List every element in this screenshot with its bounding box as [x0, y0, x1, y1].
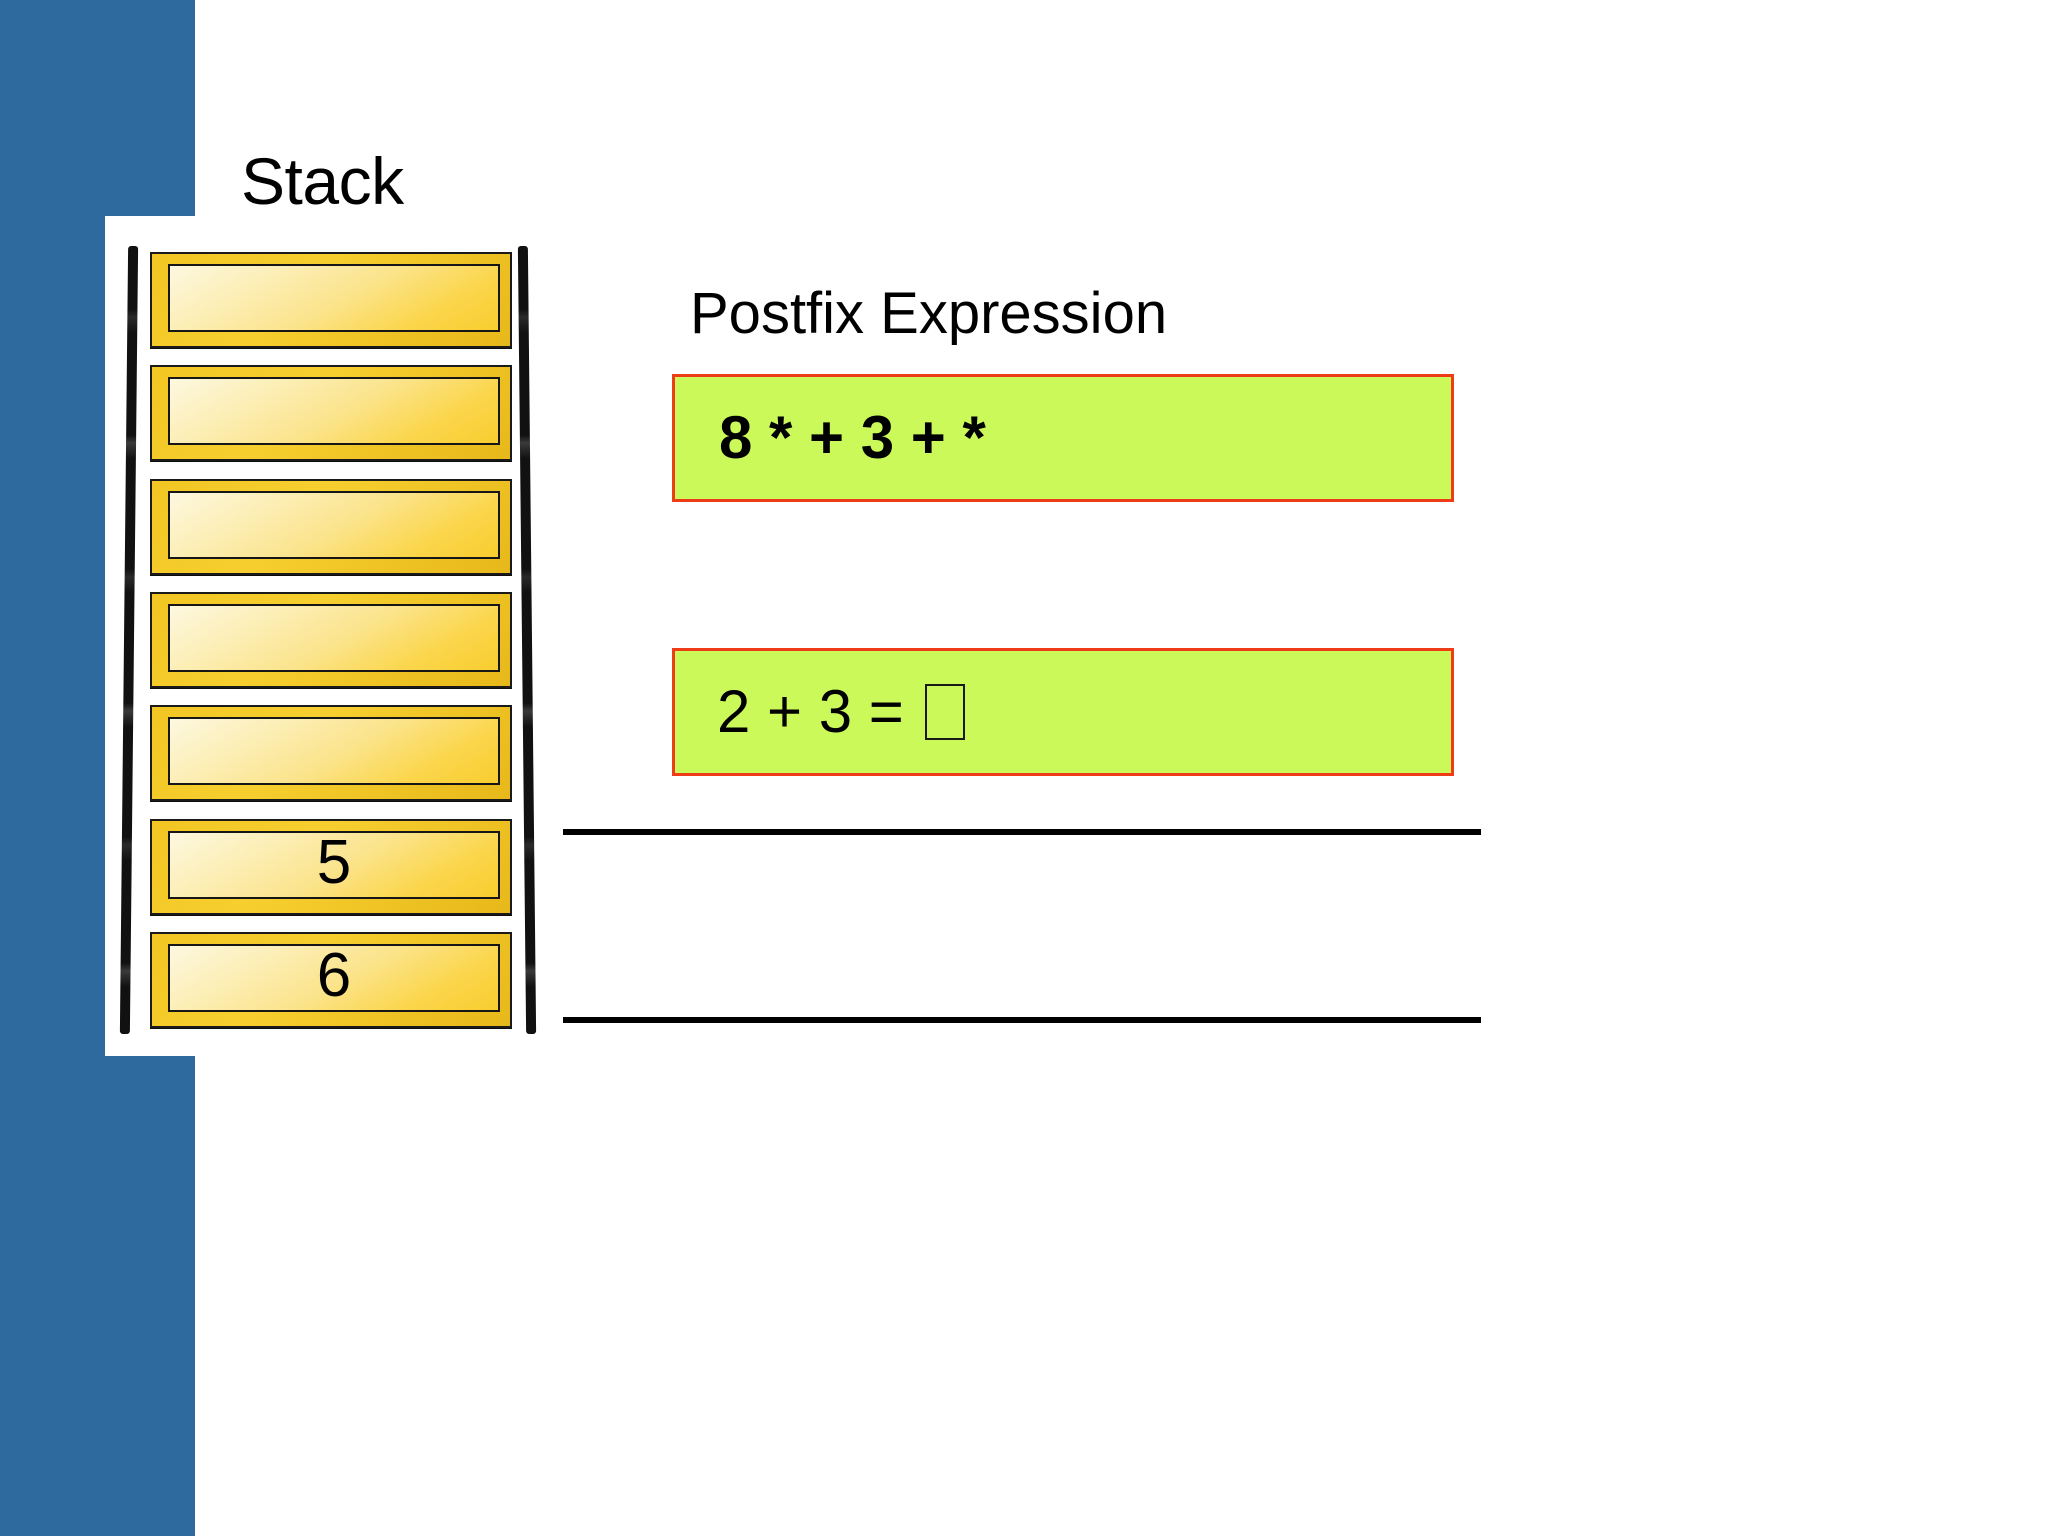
stack-slot[interactable]: [150, 252, 512, 348]
stack-slot-6[interactable]: 6: [150, 931, 512, 1028]
stack-slot-plate: 5: [150, 818, 512, 915]
stack-bracket-left-icon: [119, 246, 139, 1034]
stack-slot-face: [168, 490, 500, 559]
stack-slot-plate: 6: [150, 931, 512, 1028]
current-operation-box: 2 + 3 =: [672, 648, 1454, 776]
divider-line-top: [563, 829, 1481, 835]
postfix-expression-box: 8 * + 3 + *: [672, 374, 1454, 502]
stack-slot-plate: [150, 705, 512, 802]
stack-slot-5[interactable]: 5: [150, 818, 512, 915]
stack-slot-list: 5 6: [150, 252, 512, 1028]
divider-line-bottom: [563, 1017, 1481, 1023]
stack-slot-face: [168, 264, 500, 332]
stack-slot-face: 6: [168, 940, 500, 1012]
page-title: Stack: [241, 144, 404, 218]
stack-slot-plate: [150, 365, 512, 462]
stack-bracket-right-icon: [517, 246, 537, 1034]
stack-slot-face: [168, 603, 500, 672]
stack-slot-face: [168, 717, 500, 786]
stack-slot[interactable]: [150, 365, 512, 462]
stack-slot[interactable]: [150, 705, 512, 802]
stack-slot-value: 6: [316, 940, 352, 1010]
stack-slot-plate: [150, 252, 512, 348]
postfix-expression-value: 8 * + 3 + *: [719, 404, 986, 471]
current-operation-value: 2 + 3 =: [717, 678, 921, 745]
stack-widget: 5 6: [118, 240, 548, 1040]
stack-slot-plate: [150, 478, 512, 575]
stack-slot[interactable]: [150, 478, 512, 575]
stack-slot[interactable]: [150, 591, 512, 688]
stack-slot-face: 5: [168, 827, 500, 899]
missing-glyph-icon: [924, 684, 965, 740]
stack-slot-value: 5: [316, 827, 352, 897]
stack-slot-face: [168, 377, 500, 446]
stack-slot-plate: [150, 591, 512, 688]
postfix-expression-heading: Postfix Expression: [690, 281, 1168, 346]
